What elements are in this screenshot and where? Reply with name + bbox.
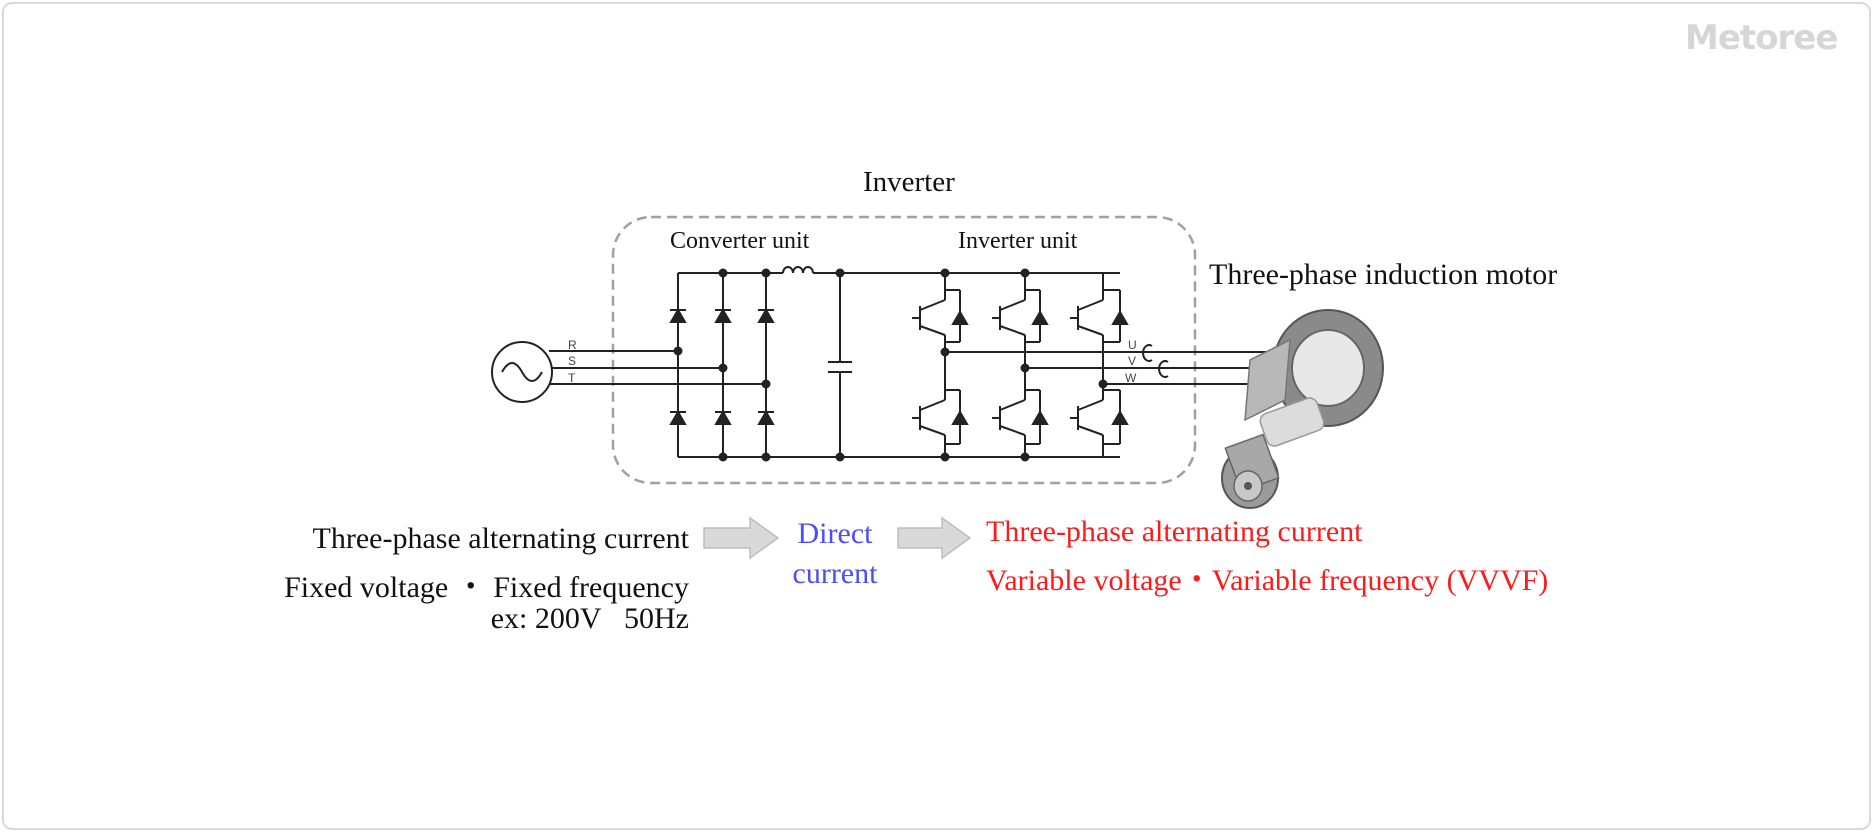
motor-label: Three-phase induction motor [1209,258,1558,291]
current-sensor-symbols [1142,344,1169,378]
diode-5 [714,410,732,425]
inductor [782,264,814,276]
dc-line2: current [792,557,878,590]
flow-arrow-1 [703,516,780,560]
diode-6 [757,410,775,425]
dc-bus [678,272,1120,458]
dc-line1: Direct [797,517,873,550]
output-phase-labels: U V W [1125,338,1137,385]
diode-4 [669,410,687,425]
phase-s-label: S [568,354,576,368]
igbt-bridge [912,268,1129,462]
metoree-logo: Metoree [1685,18,1838,58]
input-lines [549,350,766,385]
inverter-title: Inverter [863,166,955,198]
diode-1 [669,308,687,323]
direct-current-label: Direct current [780,514,890,594]
diode-2 [714,308,732,323]
inverter-unit-label: Inverter unit [958,228,1078,254]
phase-u-label: U [1128,338,1137,352]
ac-source-symbol [491,341,553,403]
output-description-line1: Three-phase alternating current [986,515,1363,548]
converter-unit-label: Converter unit [670,228,810,254]
rectifier-bridge [669,268,775,462]
inverter-leg-v [992,273,1049,457]
output-description-line2: Variable voltage・Variable frequency (VVV… [986,564,1549,597]
inverter-leg-w [1070,273,1129,457]
phase-w-label: W [1125,371,1137,385]
source-description-line1: Three-phase alternating current [312,522,689,555]
source-description-line2: Fixed voltage ・ Fixed frequency [284,571,689,604]
smoothing-capacitor [828,268,852,462]
flow-arrow-2 [897,516,972,560]
source-description-line3: ex: 200V 50Hz [490,602,689,635]
phase-t-label: T [568,371,576,385]
phase-r-label: R [568,338,577,352]
output-lines [945,351,1290,385]
phase-v-label: V [1128,354,1136,368]
input-phase-labels: R S T [568,338,577,385]
induction-motor-image [1221,309,1384,509]
inverter-leg-u [912,273,969,457]
diode-3 [757,308,775,323]
